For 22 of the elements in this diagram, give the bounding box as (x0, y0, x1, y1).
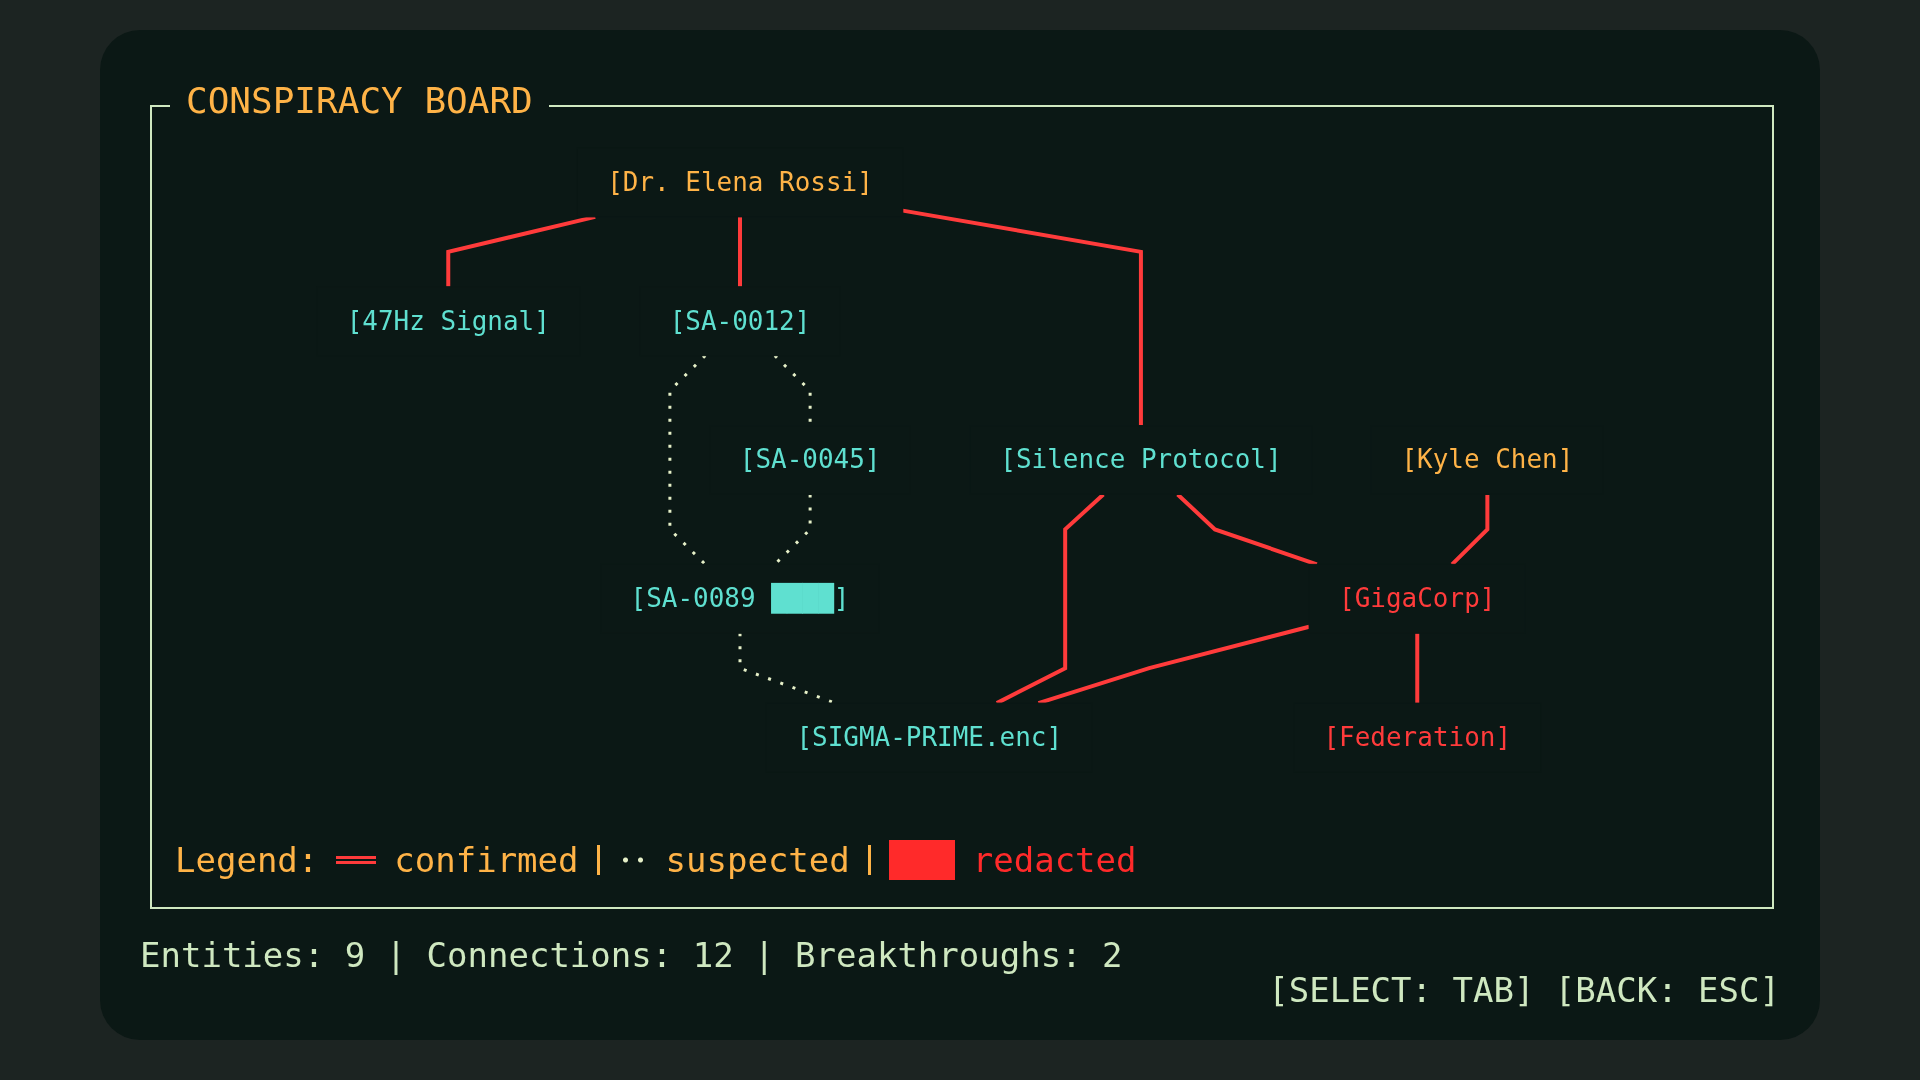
node-text: [Silence Protocol] (1000, 444, 1282, 475)
connector (738, 216, 742, 287)
connector (1176, 493, 1318, 567)
connector (902, 208, 1143, 426)
node-text: [Federation] (1323, 722, 1512, 753)
status-line: Entities: 9 | Connections: 12 | Breakthroughs: 2 (140, 935, 1123, 975)
connector (668, 354, 707, 566)
legend-label: redacted (972, 840, 1137, 880)
node-text: [GigaCorp] (1339, 583, 1496, 614)
legend-label: suspected (665, 840, 850, 880)
connector (1450, 494, 1490, 566)
node-text: [SA-0012] (669, 305, 811, 336)
node-text: [47Hz Signal] (346, 305, 550, 336)
node-text: [SIGMA-PRIME.enc] (796, 722, 1063, 753)
node-text: [SA-0089 ████] (630, 583, 850, 614)
key-hints: [SELECT: TAB] [BACK: ESC] (1268, 970, 1780, 1010)
node-text: [Dr. Elena Rossi] (607, 166, 873, 197)
legend-label: confirmed (394, 840, 579, 880)
connector (1415, 633, 1420, 704)
legend-heading: Legend: (175, 840, 319, 880)
node-text: [SA-0045] (739, 444, 881, 475)
node-text: [Kyle Chen] (1401, 444, 1574, 475)
